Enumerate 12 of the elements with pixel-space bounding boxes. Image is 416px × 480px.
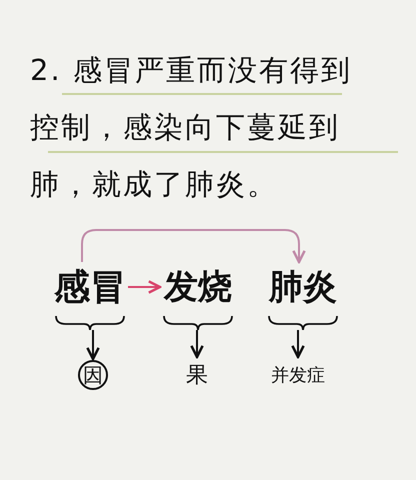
arrow [291,330,305,358]
arrow [81,229,306,264]
term-label: 肺炎 [265,262,341,312]
arrow [128,280,162,294]
arrow [190,330,204,358]
effect-label: 果 [180,358,214,392]
arrow [86,330,100,360]
complication-label: 并发症 [262,358,334,392]
cause-label: 因 [78,360,108,390]
term-label: 感冒 [52,262,128,312]
term-label: 发烧 [160,262,236,312]
title: 2. 感冒严重而没有得到控制，感染向下蔓延到肺，就成了肺炎。 [30,52,353,203]
